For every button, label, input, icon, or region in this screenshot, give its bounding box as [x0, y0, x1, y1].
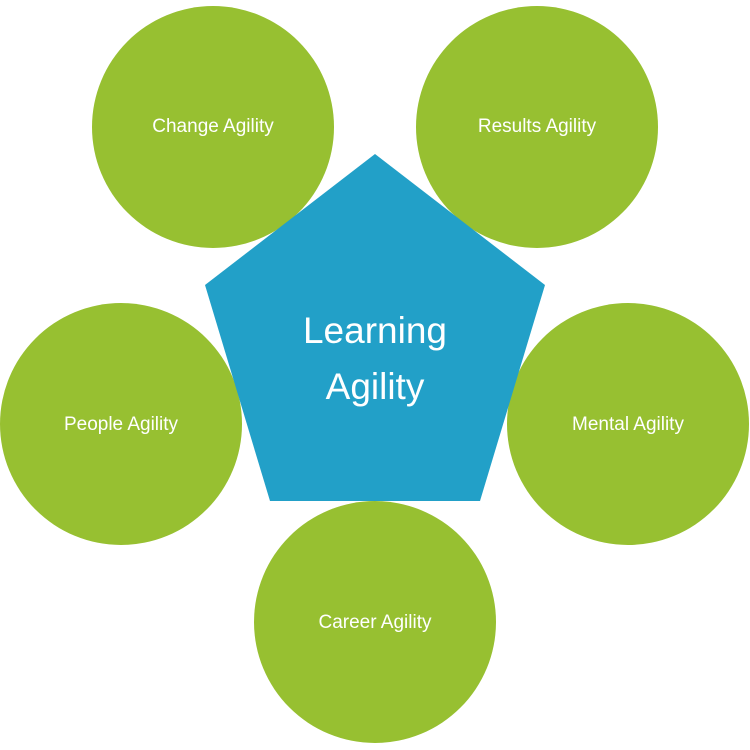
career-agility-label: Career Agility — [319, 612, 432, 633]
mental-agility-label: Mental Agility — [572, 414, 684, 435]
results-agility-circle — [416, 6, 658, 248]
learning-agility-pentagon — [205, 154, 545, 501]
change-agility-circle — [92, 6, 334, 248]
people-agility-circle — [0, 303, 242, 545]
people-agility-label: People Agility — [64, 414, 179, 435]
career-agility-circle — [254, 501, 496, 743]
change-agility-label: Change Agility — [152, 116, 274, 137]
results-agility-label: Results Agility — [478, 116, 597, 137]
mental-agility-circle — [507, 303, 749, 545]
center-label-line1: Learning — [303, 310, 447, 351]
center-label-line2: Agility — [326, 366, 425, 407]
